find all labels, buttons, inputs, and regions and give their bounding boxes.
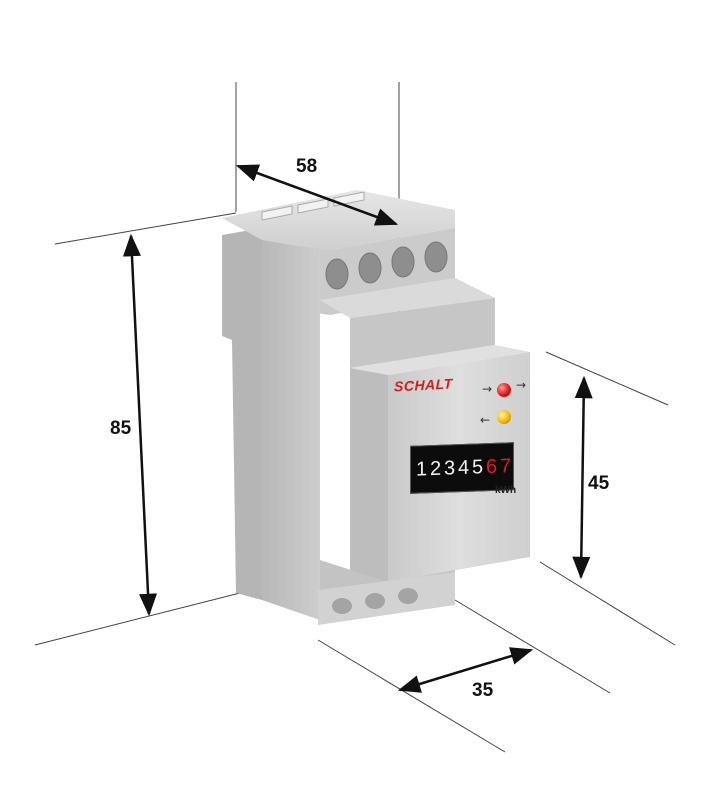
- arrow-left-icon: ←: [480, 413, 491, 427]
- arrow-right-icon: →: [516, 378, 527, 392]
- dimension-arrows: [122, 164, 593, 693]
- front-left-side: [350, 368, 388, 582]
- counter-digit-decimal: 7: [499, 454, 512, 478]
- rear-block: [222, 228, 262, 600]
- arrow-35: [397, 647, 534, 693]
- din-rail-energy-meter: [222, 190, 530, 625]
- counter-digit: 3: [443, 456, 456, 480]
- front-height-dimension-label: 45: [588, 473, 610, 494]
- counter-digit: 5: [471, 455, 484, 479]
- brand-logo: SCHALT: [394, 375, 453, 395]
- step-face: [350, 298, 495, 368]
- terminal-screws: [325, 241, 448, 290]
- counter-digit-decimal: 6: [485, 455, 498, 478]
- counter-digit: 1: [415, 457, 428, 481]
- bottom-screws: [332, 588, 418, 614]
- arrow-85: [122, 233, 158, 617]
- depth-dimension-label: 58: [296, 156, 318, 177]
- counter-digit: 2: [429, 457, 442, 480]
- step-ledge: [320, 278, 495, 318]
- indicator-led: [497, 410, 511, 424]
- arrow-58: [235, 164, 399, 226]
- bottom-terminal-block: [318, 572, 455, 625]
- extension-lines: [34, 82, 676, 753]
- pulse-led: [497, 383, 511, 397]
- front-top: [350, 345, 530, 375]
- height-dimension-label: 85: [110, 418, 132, 439]
- width-dimension-label: 35: [472, 680, 494, 701]
- left-body: [262, 240, 320, 620]
- arrow-45: [572, 375, 593, 580]
- counter-digit: 4: [457, 456, 470, 479]
- arrow-right-icon: →: [482, 382, 493, 396]
- unit-label: kWh: [495, 485, 517, 496]
